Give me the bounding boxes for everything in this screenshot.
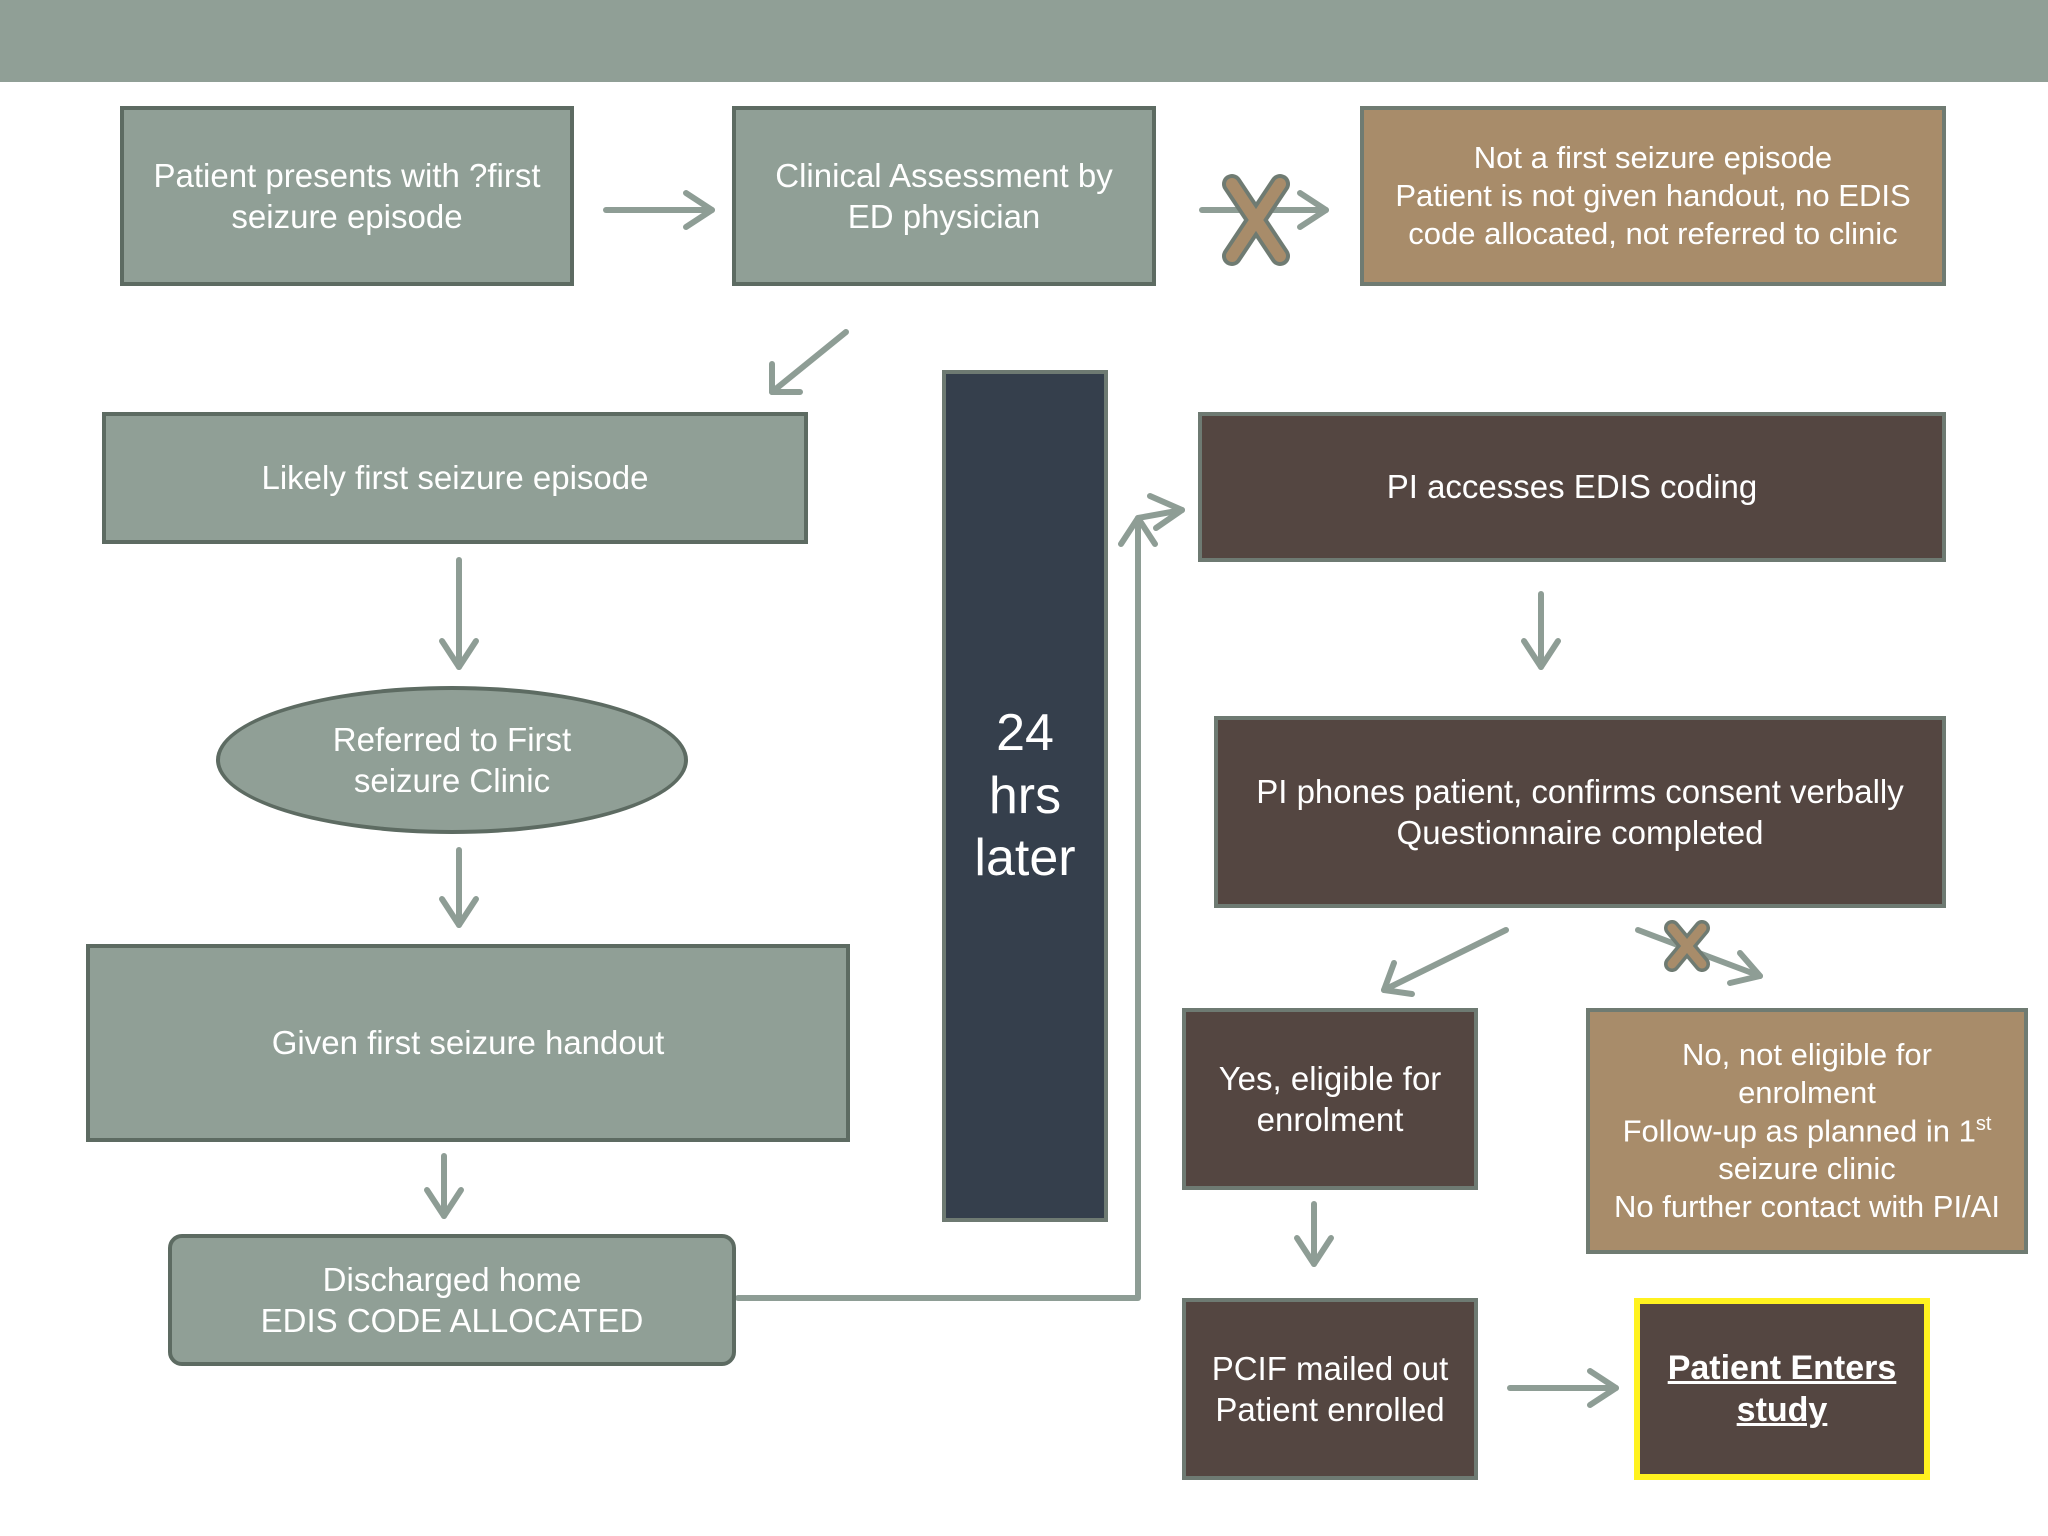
node-given-handout-label: Given first seizure handout: [271, 1024, 665, 1062]
node-eligible-no-text-b: seizure clinic No further contact with P…: [1614, 1151, 2000, 1224]
node-clinical-assessment: Clinical Assessment by ED physician: [732, 106, 1156, 286]
node-not-first-seizure-label: Not a first seizure episode Patient is n…: [1395, 140, 1911, 251]
x-mark-icon: [1664, 920, 1710, 972]
arrow-discharged-to-pi-access-icon: [735, 493, 1185, 1301]
arrow-presents-to-assessment-icon: [603, 190, 715, 230]
arrow-pi-phones-to-yes-icon: [1381, 927, 1509, 997]
node-eligible-no-superscript: st: [1975, 1112, 1992, 1135]
x-mark-icon: [1222, 174, 1290, 266]
node-not-first-seizure: Not a first seizure episode Patient is n…: [1360, 106, 1946, 286]
node-pcif-mailed-label: PCIF mailed out Patient enrolled: [1211, 1349, 1449, 1428]
node-clinical-assessment-label: Clinical Assessment by ED physician: [775, 156, 1113, 235]
node-given-handout: Given first seizure handout: [86, 944, 850, 1142]
node-patient-presents: Patient presents with ?first seizure epi…: [120, 106, 574, 286]
node-eligible-yes-label: Yes, eligible for enrolment: [1218, 1059, 1442, 1138]
node-likely-first-seizure: Likely first seizure episode: [102, 412, 808, 544]
arrow-pi-access-to-pi-phones-icon: [1521, 591, 1561, 670]
node-referred-clinic-label: Referred to First seizure Clinic: [332, 720, 572, 799]
node-eligible-no-label: No, not eligible for enrolment Follow-up…: [1614, 1036, 2000, 1225]
header-bar: [0, 0, 2048, 82]
node-patient-enters-study-label: Patient Enters study: [1667, 1348, 1897, 1430]
node-referred-clinic: Referred to First seizure Clinic: [216, 686, 688, 834]
node-likely-first-seizure-label: Likely first seizure episode: [261, 459, 649, 497]
node-time-delay: 24 hrs later: [942, 370, 1108, 1222]
node-eligible-yes: Yes, eligible for enrolment: [1182, 1008, 1478, 1190]
node-pi-phones-patient-label: PI phones patient, confirms consent verb…: [1256, 772, 1904, 851]
node-pi-phones-patient: PI phones patient, confirms consent verb…: [1214, 716, 1946, 908]
arrow-handout-to-discharged-icon: [424, 1153, 464, 1219]
node-pcif-mailed: PCIF mailed out Patient enrolled: [1182, 1298, 1478, 1480]
arrow-likely-first-to-referred-icon: [439, 557, 479, 670]
arrow-assessment-to-likely-first-icon: [769, 329, 849, 395]
node-eligible-no: No, not eligible for enrolment Follow-up…: [1586, 1008, 2028, 1254]
arrow-pcif-to-enters-study-icon: [1507, 1368, 1619, 1408]
node-pi-accesses-coding: PI accesses EDIS coding: [1198, 412, 1946, 562]
node-discharged-home: Discharged home EDIS CODE ALLOCATED: [168, 1234, 736, 1366]
node-patient-enters-study: Patient Enters study: [1634, 1298, 1930, 1480]
node-pi-accesses-coding-label: PI accesses EDIS coding: [1386, 468, 1758, 506]
arrow-yes-to-pcif-icon: [1294, 1201, 1334, 1267]
node-eligible-no-text-a: No, not eligible for enrolment Follow-up…: [1622, 1037, 1976, 1149]
node-time-delay-label: 24 hrs later: [974, 704, 1076, 888]
arrow-referred-to-handout-icon: [439, 847, 479, 928]
node-discharged-home-label: Discharged home EDIS CODE ALLOCATED: [260, 1260, 644, 1339]
node-patient-presents-label: Patient presents with ?first seizure epi…: [153, 156, 541, 235]
